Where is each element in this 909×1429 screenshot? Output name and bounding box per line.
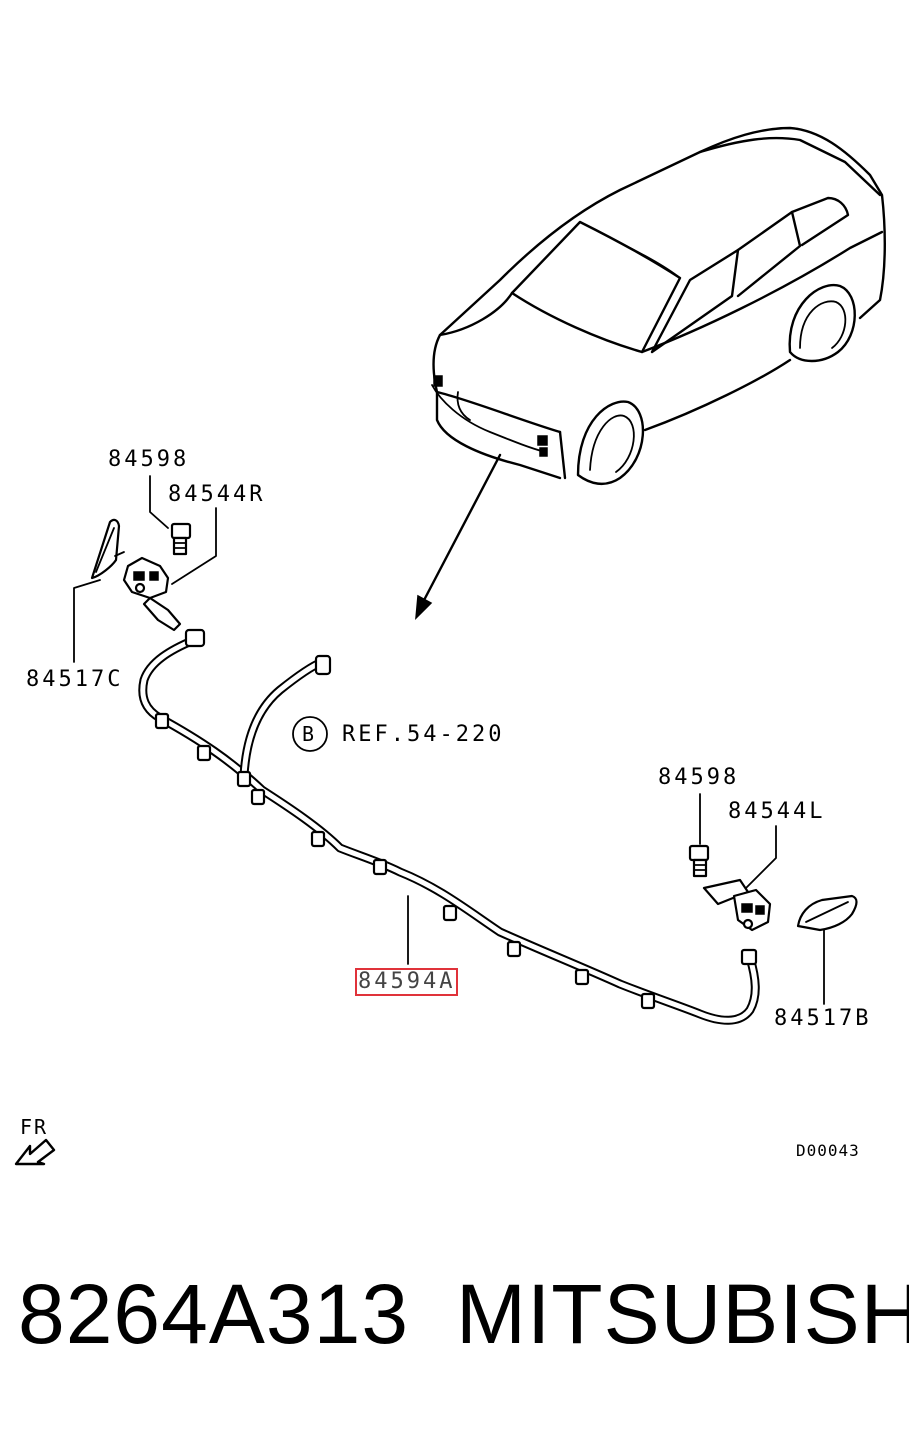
nozzle-left	[702, 825, 777, 932]
label-washer-cap-left: 84517B	[774, 1006, 872, 1031]
label-ref: REF.54-220	[342, 722, 505, 747]
ref-badge	[292, 716, 328, 752]
label-nozzle-left: 84544L	[728, 799, 826, 824]
label-hose-assy[interactable]: 84594A	[354, 968, 459, 996]
front-direction-marker	[14, 1138, 56, 1166]
vehicle-illustration	[431, 126, 886, 486]
label-nozzle-right: 84544R	[168, 482, 266, 507]
label-bolt-left: 84598	[658, 765, 740, 790]
detail-arrow	[415, 453, 502, 620]
bolt-left	[688, 793, 710, 878]
ref-badge-letter: B	[302, 722, 315, 746]
washer-cap-right	[73, 518, 125, 663]
bolt-right	[149, 475, 192, 556]
brand-name: MITSUBISHI	[456, 1267, 909, 1361]
washer-hose	[138, 628, 760, 1025]
label-drawing-code: D00043	[796, 1141, 860, 1160]
nozzle-right	[122, 507, 217, 632]
part-number: 8264A313	[18, 1267, 410, 1361]
label-bolt-right: 84598	[108, 447, 190, 472]
label-washer-cap-right: 84517C	[26, 667, 124, 692]
washer-cap-left	[796, 894, 858, 1005]
label-front: FR	[20, 1115, 49, 1139]
